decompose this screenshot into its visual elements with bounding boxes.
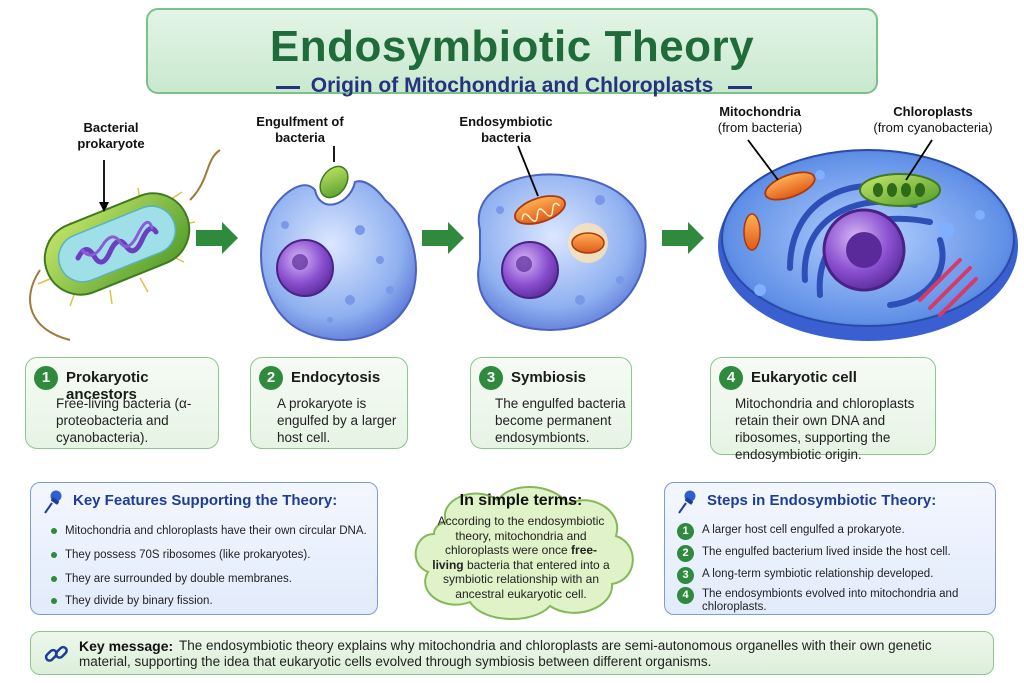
step-title: Endocytosis — [291, 369, 381, 386]
host-cell-endosymbionts — [477, 173, 647, 332]
page-subtitle: Origin of Mitochondria and Chloroplasts — [310, 74, 714, 97]
step-description: Free-living bacteria (α-proteobacteria a… — [56, 396, 192, 445]
step-title: Symbiosis — [511, 369, 587, 386]
feature-text: They divide by binary fission. — [65, 595, 213, 607]
arrow-right-icon — [662, 222, 704, 254]
callout-pointer-chloroplasts — [905, 139, 933, 181]
step-description: A prokaryote is engulfed by a larger hos… — [277, 396, 397, 445]
key-message-label: Key message: — [79, 638, 174, 654]
feature-item: They possess 70S ribosomes (like prokary… — [51, 549, 310, 561]
step-number-badge: 1 — [677, 523, 694, 540]
host-cell-engulfing — [260, 165, 417, 341]
feature-text: Mitochondria and chloroplasts have their… — [65, 525, 367, 537]
step-number: 1 — [34, 366, 58, 390]
step-card-2: 2 Endocytosis A prokaryote is engulfed b… — [250, 357, 408, 449]
subtitle-rule-left — [276, 86, 300, 89]
steps-panel-text: A long-term symbiotic relationship devel… — [702, 568, 934, 580]
steps-panel-text: The endosymbionts evolved into mitochond… — [702, 588, 959, 613]
subtitle-rule-right — [728, 86, 752, 89]
step-card-3: 3 Symbiosis The engulfed bacteria become… — [470, 357, 632, 449]
pushpin-icon — [44, 490, 62, 514]
feature-text: They are surrounded by double membranes. — [65, 573, 292, 585]
simple-terms-cloud: In simple terms: According to the endosy… — [394, 474, 648, 624]
page-title: Endosymbiotic Theory — [269, 22, 755, 71]
simple-terms-text-end: bacteria that entered into a symbiotic r… — [442, 557, 610, 601]
step-number-badge: 2 — [677, 545, 694, 562]
callout-pointer-mitochondria — [747, 139, 779, 181]
feature-item: Mitochondria and chloroplasts have their… — [51, 525, 367, 537]
eukaryotic-cell — [718, 149, 1018, 341]
key-message-bar: Key message: The endosymbiotic theory ex… — [30, 631, 994, 675]
step-description: The engulfed bacteria become permanent e… — [495, 396, 626, 445]
simple-terms-text-start: According to the endosymbiotic theory, m… — [437, 514, 605, 557]
pushpin-icon — [678, 490, 696, 514]
simple-terms-highlight: free-living — [432, 543, 598, 572]
arrow-right-icon — [422, 222, 464, 254]
step-number-badge: 3 — [677, 567, 694, 584]
bullet-icon — [51, 551, 57, 558]
bullet-icon — [51, 527, 57, 534]
bullet-icon — [51, 575, 57, 582]
prokaryote-cell — [29, 149, 221, 341]
feature-text: They possess 70S ribosomes (like prokary… — [65, 549, 311, 561]
step-description: Mitochondria and chloroplasts retain the… — [735, 396, 915, 462]
title-banner: Endosymbiotic Theory Origin of Mitochond… — [146, 8, 878, 97]
feature-item: They are surrounded by double membranes. — [51, 573, 292, 585]
key-features-title: Key Features Supporting the Theory: — [73, 492, 338, 509]
steps-panel-text: A larger host cell engulfed a prokaryote… — [702, 524, 905, 536]
simple-terms-text: According to the endosymbiotic theory, m… — [432, 514, 610, 601]
callout-pointer-endosymbiotic — [517, 145, 539, 197]
link-icon — [44, 645, 68, 662]
callout-pointer-tip — [99, 202, 109, 212]
callout-chloroplasts-note: (from cyanobacteria) — [873, 120, 993, 135]
step-number: 2 — [259, 366, 283, 390]
steps-panel-text: The engulfed bacterium lived inside the … — [702, 546, 951, 558]
step-card-4: 4 Eukaryotic cell Mitochondria and chlor… — [710, 357, 936, 462]
step-number: 4 — [719, 366, 743, 390]
step-title: Prokaryotic ancestors — [66, 369, 149, 403]
callout-mitochondria: Mitochondria — [719, 104, 801, 119]
callout-prokaryote: Bacterial prokaryote — [77, 120, 145, 151]
cloud-shape — [414, 486, 634, 621]
key-message-text: The endosymbiotic theory explains why mi… — [79, 638, 932, 669]
arrow-right-icon — [196, 222, 238, 254]
simple-terms-title: In simple terms: — [459, 492, 583, 509]
step-number: 3 — [479, 366, 503, 390]
callout-mitochondria-note: (from bacteria) — [717, 120, 803, 135]
callout-endosymbiotic: Endosymbiotic bacteria — [459, 114, 553, 145]
endosymbiosis-illustration — [29, 139, 1018, 341]
steps-panel-title: Steps in Endosymbiotic Theory: — [707, 492, 937, 509]
feature-item: They divide by binary fission. — [51, 595, 213, 607]
step-number-badge: 4 — [677, 587, 694, 604]
key-features-panel: Key Features Supporting the Theory: Mito… — [30, 482, 378, 615]
bullet-icon — [51, 597, 57, 604]
step-title: Eukaryotic cell — [751, 369, 857, 386]
steps-panel: Steps in Endosymbiotic Theory: 1 A large… — [664, 482, 996, 615]
callout-engulfment: Engulfment of bacteria — [256, 114, 344, 145]
step-card-1: 1 Prokaryotic ancestors Free-living bact… — [25, 357, 219, 449]
callout-chloroplasts: Chloroplasts — [893, 104, 973, 119]
